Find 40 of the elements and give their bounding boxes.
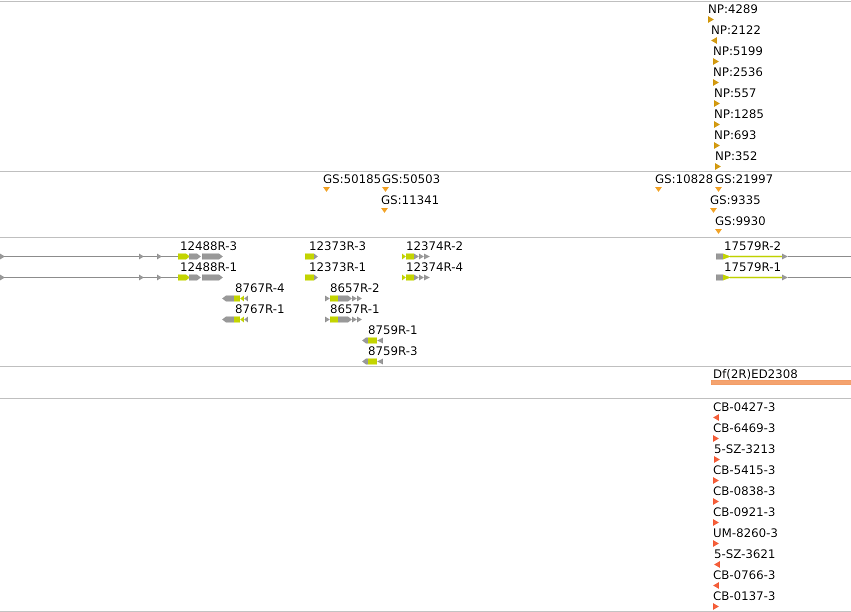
transcript-label: 8759R-1 [368, 323, 418, 337]
stock-label: 5-SZ-3213 [714, 442, 776, 456]
transcript-label: 12488R-3 [180, 239, 238, 253]
insertion-label: GS:50503 [382, 172, 440, 186]
transcript-label: 12374R-2 [406, 239, 464, 253]
transcript-label: 17579R-1 [724, 260, 782, 274]
transcript-label: 8657R-2 [330, 281, 380, 295]
insertion-label: GS:9930 [715, 214, 766, 228]
insertion-label: GS:10828 [655, 172, 714, 186]
insertion-label: NP:693 [714, 128, 756, 142]
deficiency-label: Df(2R)ED2308 [713, 367, 798, 381]
insertion-label: GS:21997 [715, 172, 774, 186]
stock-label: CB-6469-3 [713, 421, 776, 435]
stock-label: CB-0921-3 [713, 505, 776, 519]
transcript-label: 8657R-1 [330, 302, 380, 316]
transcript-label: 12373R-3 [309, 239, 366, 253]
stock-label: CB-5415-3 [713, 463, 776, 477]
insertion-label: GS:11341 [381, 193, 440, 207]
insertion-label: NP:1285 [714, 107, 764, 121]
stock-label: CB-0137-3 [713, 589, 776, 603]
transcript-label: 8767R-1 [235, 302, 285, 316]
transcript-label: 12488R-1 [180, 260, 238, 274]
transcript-label: 8767R-4 [235, 281, 285, 295]
transcript-label: 12373R-1 [309, 260, 366, 274]
insertion-label: GS:50185 [323, 172, 382, 186]
stock-label: UM-8260-3 [713, 526, 778, 540]
insertion-label: NP:2122 [711, 23, 761, 37]
insertion-label: NP:557 [714, 86, 756, 100]
stock-label: CB-0427-3 [713, 400, 776, 414]
insertion-label: NP:4289 [708, 2, 758, 16]
stock-label: CB-0766-3 [713, 568, 776, 582]
insertion-label: NP:2536 [713, 65, 763, 79]
insertion-label: GS:9335 [710, 193, 761, 207]
transcript-label: 12374R-4 [406, 260, 464, 274]
insertion-label: NP:352 [715, 149, 758, 163]
insertion-label: NP:5199 [713, 44, 763, 58]
stock-label: CB-0838-3 [713, 484, 776, 498]
transcript-label: 17579R-2 [724, 239, 782, 253]
transcript-label: 8759R-3 [368, 344, 418, 358]
stock-label: 5-SZ-3621 [714, 547, 776, 561]
